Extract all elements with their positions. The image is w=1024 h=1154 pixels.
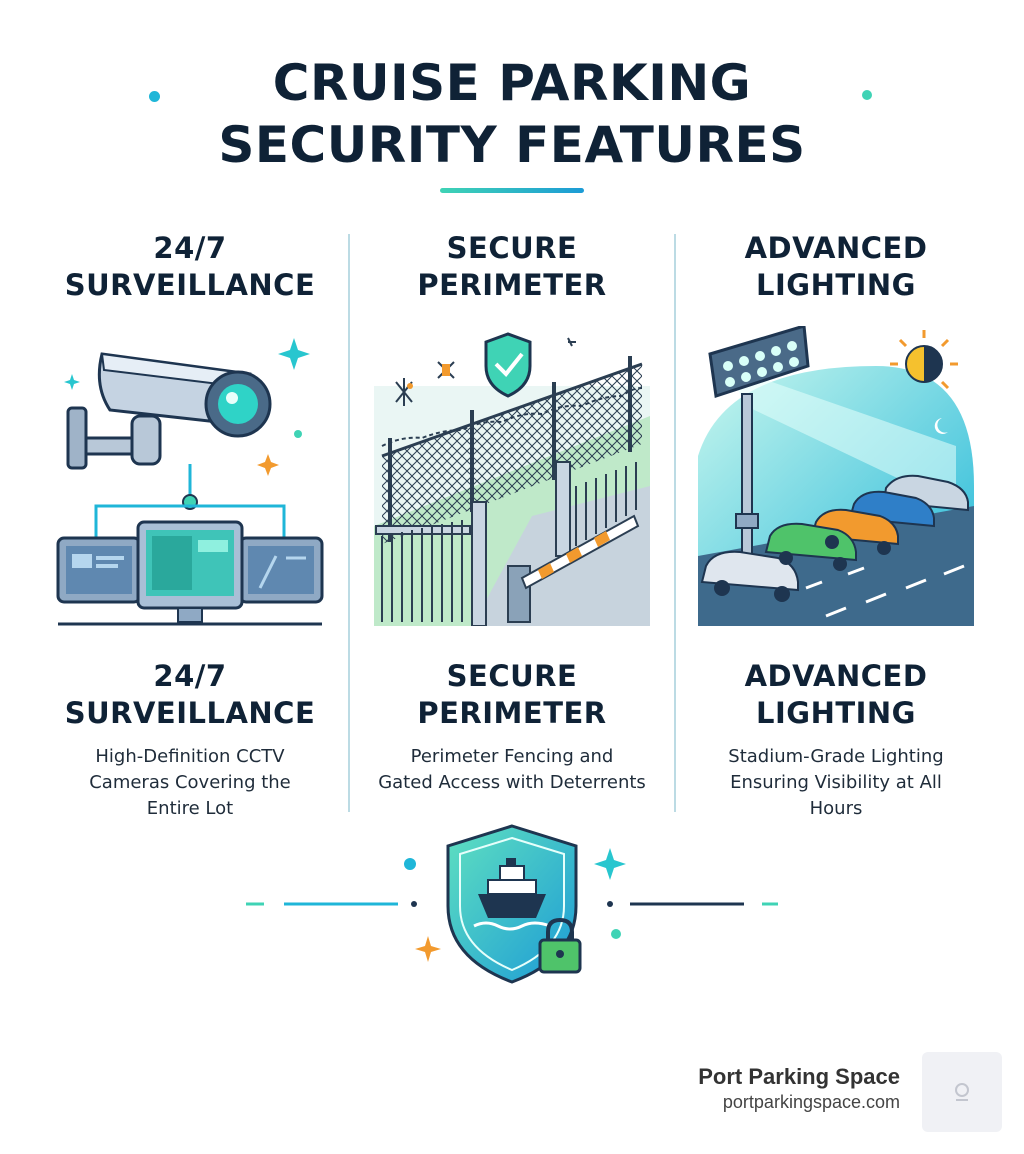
- feature-lighting: ADVANCED LIGHTING: [686, 230, 986, 819]
- logo-mark-icon: [955, 1083, 969, 1101]
- brand-block: Port Parking Space portparkingspace.com: [698, 1064, 900, 1113]
- feature-description: Perimeter Fencing and Gated Access with …: [378, 746, 646, 793]
- title-underline: [440, 188, 584, 193]
- feature-heading: ADVANCED LIGHTING: [744, 231, 928, 302]
- cctv-camera-icon: [56, 338, 324, 626]
- fence-gate-icon: [374, 332, 650, 626]
- feature-heading-repeat: SECURE PERIMETER: [417, 659, 607, 730]
- brand-url[interactable]: portparkingspace.com: [722, 1092, 900, 1112]
- feature-heading: SECURE PERIMETER: [417, 231, 607, 302]
- column-divider: [674, 234, 676, 812]
- stadium-light-icon: [698, 326, 974, 626]
- feature-description: Stadium-Grade Lighting Ensuring Visibili…: [728, 746, 944, 819]
- brand-name: Port Parking Space: [698, 1064, 900, 1089]
- column-divider: [348, 234, 350, 812]
- feature-heading: 24/7 SURVEILLANCE: [64, 231, 316, 302]
- feature-description: High-Definition CCTV Cameras Covering th…: [89, 746, 291, 819]
- title-line-2: SECURITY FEATURES: [218, 116, 806, 174]
- decorative-dot: [862, 90, 872, 100]
- feature-surveillance: 24/7 SURVEILLANCE: [40, 230, 340, 819]
- decorative-dot: [149, 91, 160, 102]
- page-title: CRUISE PARKING SECURITY FEATURES: [0, 52, 1024, 176]
- title-line-1: CRUISE PARKING: [272, 54, 752, 112]
- feature-heading-repeat: 24/7 SURVEILLANCE: [64, 659, 316, 730]
- brand-logo: [922, 1052, 1002, 1132]
- feature-heading-repeat: ADVANCED LIGHTING: [744, 659, 928, 730]
- ship-shield-lock-icon: [246, 824, 778, 984]
- feature-perimeter: SECURE PERIMETER: [362, 230, 662, 793]
